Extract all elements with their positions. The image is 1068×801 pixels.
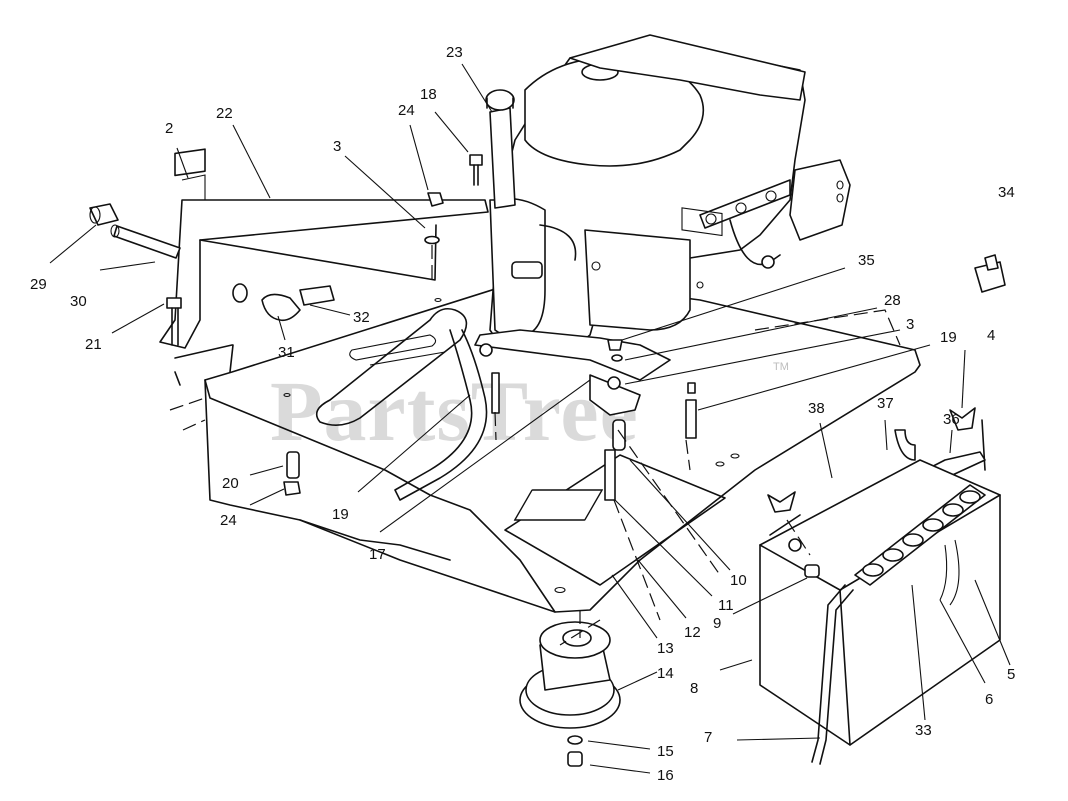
callout-31: 31 [278, 344, 295, 361]
callout-34: 34 [998, 184, 1015, 201]
callout-7: 7 [704, 729, 712, 746]
callouts: 2 22 3 24 18 23 34 35 28 3 19 4 29 30 21… [30, 44, 1015, 784]
callout-22: 22 [216, 105, 233, 122]
callout-36: 36 [943, 411, 960, 428]
callout-23: 23 [446, 44, 463, 61]
watermark: PartsTree [270, 363, 639, 459]
pulley [519, 610, 621, 767]
callout-37: 37 [877, 395, 894, 412]
top-fasteners [424, 154, 483, 280]
callout-5: 5 [1007, 666, 1015, 683]
wing-nut-4 [949, 407, 986, 471]
callout-3-top: 3 [333, 138, 341, 155]
callout-24-left: 24 [220, 512, 237, 529]
callout-14: 14 [657, 665, 674, 682]
callout-4: 4 [987, 327, 995, 344]
engine-bolts [491, 372, 697, 501]
callout-10: 10 [730, 572, 747, 589]
callout-21: 21 [85, 336, 102, 353]
engine [474, 34, 851, 416]
callout-17: 17 [369, 546, 386, 563]
callout-11: 11 [718, 597, 734, 614]
rod-parts [89, 203, 182, 346]
callout-9: 9 [713, 615, 721, 632]
callout-38: 38 [808, 400, 825, 417]
leader-lines [49, 63, 1011, 774]
callout-6: 6 [985, 691, 993, 708]
callout-12: 12 [684, 624, 701, 641]
callout-30: 30 [70, 293, 87, 310]
callout-19-right: 19 [940, 329, 957, 346]
callout-19-mid: 19 [332, 506, 349, 523]
callout-2: 2 [165, 120, 173, 137]
left-spacer [283, 451, 301, 496]
part-34 [974, 254, 1006, 293]
callout-15: 15 [657, 743, 674, 760]
callout-20: 20 [222, 475, 239, 492]
fittings [232, 283, 335, 322]
callout-32: 32 [353, 309, 370, 326]
callout-18: 18 [420, 86, 437, 103]
callout-33: 33 [915, 722, 932, 739]
callout-8: 8 [690, 680, 698, 697]
callout-35: 35 [858, 252, 875, 269]
watermark-tm: TM [773, 361, 789, 373]
callout-3-right: 3 [906, 316, 914, 333]
callout-13: 13 [657, 640, 674, 657]
rear-bracket [159, 148, 489, 349]
callout-24-top: 24 [398, 102, 415, 119]
battery-rod [811, 584, 854, 765]
callout-16: 16 [657, 767, 674, 784]
callout-29: 29 [30, 276, 47, 293]
callout-28: 28 [884, 292, 901, 309]
